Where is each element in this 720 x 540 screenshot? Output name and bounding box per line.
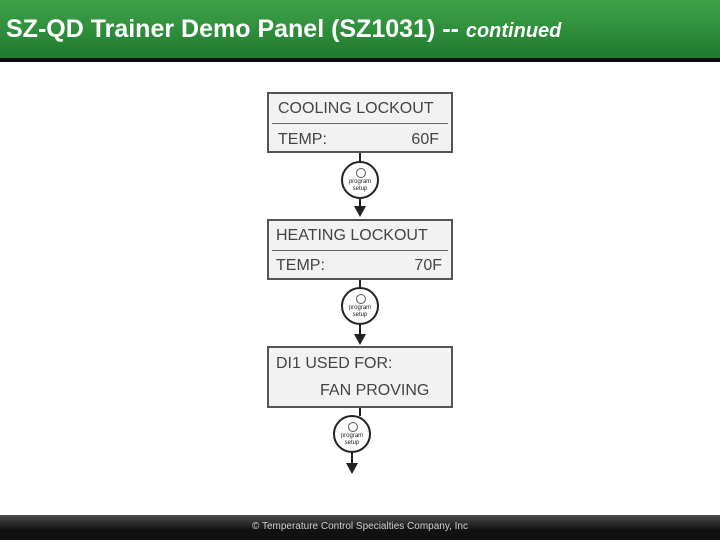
lcd-divider: [272, 250, 448, 251]
button-label-line2: setup: [352, 312, 368, 318]
slide-title: SZ-QD Trainer Demo Panel (SZ1031) -- con…: [6, 14, 561, 46]
button-label-line1: program: [348, 305, 372, 311]
lcd-screen-cooling-lockout: COOLING LOCKOUT TEMP: 60F: [267, 92, 453, 153]
down-arrow-icon: [354, 334, 366, 345]
lcd-divider: [272, 123, 448, 124]
program-setup-icon: [348, 422, 358, 432]
flow-line: [359, 280, 361, 289]
button-label-line2: setup: [352, 186, 368, 192]
down-arrow-icon: [346, 463, 358, 474]
button-label-line1: program: [348, 179, 372, 185]
flow-line: [359, 153, 361, 162]
program-setup-button[interactable]: program setup: [341, 287, 379, 325]
lcd-line2-label: TEMP:: [278, 131, 327, 148]
program-setup-button[interactable]: program setup: [341, 161, 379, 199]
button-label-line1: program: [340, 433, 364, 439]
lcd-line1: COOLING LOCKOUT: [278, 100, 434, 117]
flow-line: [351, 453, 353, 464]
button-label-line2: setup: [344, 440, 360, 446]
flow-line: [359, 408, 361, 416]
lcd-line2-value: FAN PROVING: [320, 382, 430, 399]
lcd-line2-label: TEMP:: [276, 257, 325, 274]
lcd-screen-heating-lockout: HEATING LOCKOUT TEMP: 70F: [267, 219, 453, 280]
flow-line: [359, 325, 361, 335]
lcd-line2-value: 60F: [411, 131, 439, 148]
program-setup-button[interactable]: program setup: [333, 415, 371, 453]
flow-line: [359, 199, 361, 208]
down-arrow-icon: [354, 206, 366, 217]
lcd-line1: HEATING LOCKOUT: [276, 227, 428, 244]
program-setup-icon: [356, 294, 366, 304]
footer-bar: © Temperature Control Specialties Compan…: [0, 515, 720, 540]
lcd-line1: DI1 USED FOR:: [276, 355, 393, 372]
slide-title-suffix: continued: [465, 20, 562, 42]
copyright-text: © Temperature Control Specialties Compan…: [252, 521, 468, 532]
program-setup-icon: [356, 168, 366, 178]
lcd-screen-di1-used-for: DI1 USED FOR: FAN PROVING: [267, 346, 453, 408]
lcd-line2-value: 70F: [414, 257, 442, 274]
title-bar: SZ-QD Trainer Demo Panel (SZ1031) -- con…: [0, 0, 720, 62]
slide-title-main: SZ-QD Trainer Demo Panel (SZ1031) --: [6, 15, 466, 43]
